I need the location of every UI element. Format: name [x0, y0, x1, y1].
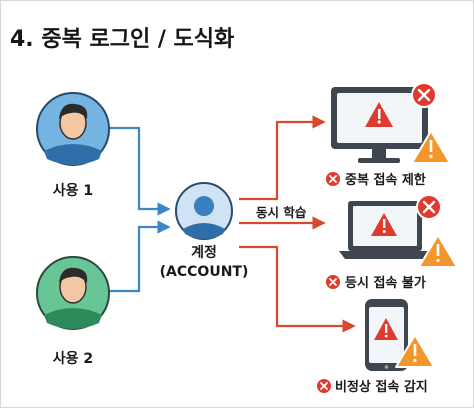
user-1-label: 사용 1	[53, 183, 93, 199]
outcome-1-x-icon	[326, 172, 340, 186]
edge-label: 동시 학습	[256, 205, 307, 220]
outcome-3-label: 비정상 접속 감지	[335, 379, 428, 395]
laptop-caution-badge-icon	[418, 234, 458, 268]
outcome-1-label: 중복 접속 제한	[345, 172, 426, 188]
phone-warning-dot	[384, 334, 388, 338]
monitor-warning-dot	[377, 120, 381, 124]
laptop-close-badge-icon	[416, 194, 442, 220]
outcome-2-x-icon	[326, 275, 340, 289]
phone-caution-badge-icon	[395, 334, 435, 368]
monitor-caution-badge-icon	[411, 130, 451, 164]
user-2-label: 사용 2	[53, 351, 93, 367]
arrow-account-to-phone	[239, 245, 356, 333]
arrow-account-to-monitor	[239, 115, 326, 201]
account-sublabel: (ACCOUNT)	[160, 264, 249, 280]
account-avatar-icon	[175, 182, 233, 240]
user-2-avatar-icon	[36, 256, 110, 330]
monitor-warning-mark	[378, 109, 381, 119]
laptop-warning-dot	[382, 230, 386, 233]
arrow-user2-to-account	[109, 220, 171, 293]
account-label: 계정	[191, 244, 217, 261]
laptop-warning-mark	[383, 219, 386, 228]
phone-warning-mark	[385, 324, 388, 333]
outcome-3-x-icon	[317, 379, 331, 393]
user-1-avatar-icon	[36, 92, 110, 166]
arrow-user1-to-account	[109, 126, 171, 216]
outcome-2-label: 등시 접속 불가	[345, 275, 426, 291]
monitor-close-badge-icon	[411, 82, 437, 108]
page-title: 4. 중복 로그인 / 도식화	[10, 27, 234, 52]
